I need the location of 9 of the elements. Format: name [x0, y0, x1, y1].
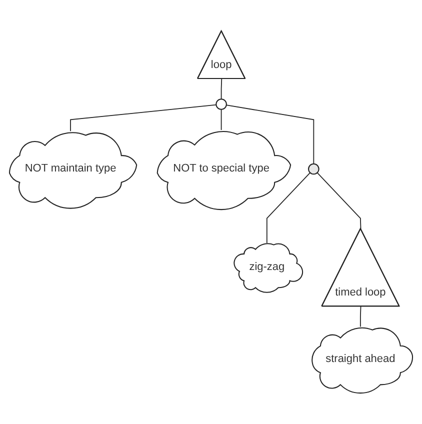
- connector: [70, 104, 217, 132]
- connector: [316, 172, 362, 230]
- node-circle: [216, 98, 227, 110]
- connector: [266, 172, 311, 244]
- connector: [220, 108, 222, 130]
- connector: [226, 104, 314, 164]
- connector: [360, 306, 362, 328]
- node-circle: [308, 163, 320, 175]
- connector: [220, 78, 222, 100]
